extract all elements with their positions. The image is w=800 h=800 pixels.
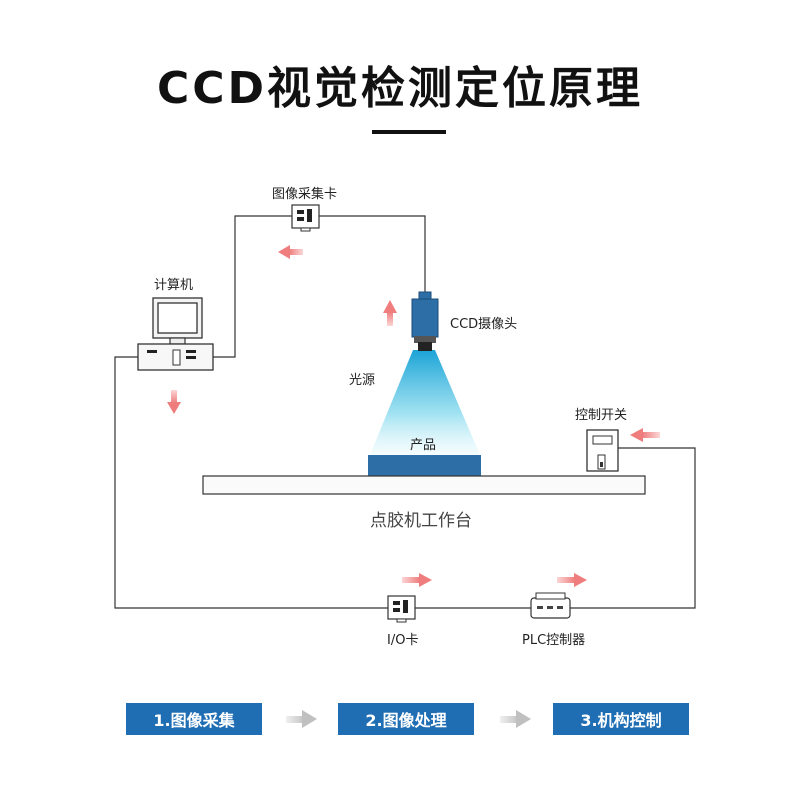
workbench-bar (202, 475, 646, 495)
light-beam (370, 350, 480, 455)
label-capture-card: 图像采集卡 (272, 187, 338, 202)
line-capture-card-to-camera (318, 215, 426, 298)
plc-icon (530, 592, 571, 619)
arrow-capture-card-left (278, 245, 303, 259)
label-computer: 计算机 (154, 278, 194, 293)
line-computer-to-io-card (114, 356, 388, 609)
computer-icon (137, 297, 214, 371)
line-plc-to-switch (570, 447, 696, 609)
step-image-processing: 2.图像处理 (338, 703, 474, 735)
io-card-icon (387, 595, 416, 623)
label-plc: PLC控制器 (522, 633, 586, 648)
arrow-switch-left (630, 428, 660, 442)
line-computer-to-capture-card (212, 215, 292, 358)
capture-card-icon (291, 204, 320, 232)
arrow-io-right (402, 573, 432, 587)
title-underline (372, 130, 446, 134)
label-io-card: I/O卡 (387, 633, 419, 648)
switch-icon (586, 429, 619, 472)
connection-lines (114, 215, 696, 609)
step-mechanism-control: 3.机构控制 (553, 703, 689, 735)
label-product: 产品 (410, 438, 437, 453)
label-control-switch: 控制开关 (575, 408, 628, 423)
arrow-computer-down (167, 390, 181, 414)
camera-icon (411, 291, 439, 351)
label-light-source: 光源 (349, 373, 376, 388)
label-ccd-camera: CCD摄像头 (450, 317, 518, 332)
arrow-plc-right (557, 573, 587, 587)
page-title: CCD视觉检测定位原理 (156, 63, 644, 114)
arrow-camera-up (383, 300, 397, 326)
step-arrow-1 (286, 710, 317, 728)
step-arrow-2 (500, 710, 531, 728)
label-workbench: 点胶机工作台 (370, 511, 472, 531)
step-image-capture: 1.图像采集 (126, 703, 262, 735)
product-block (368, 455, 481, 477)
